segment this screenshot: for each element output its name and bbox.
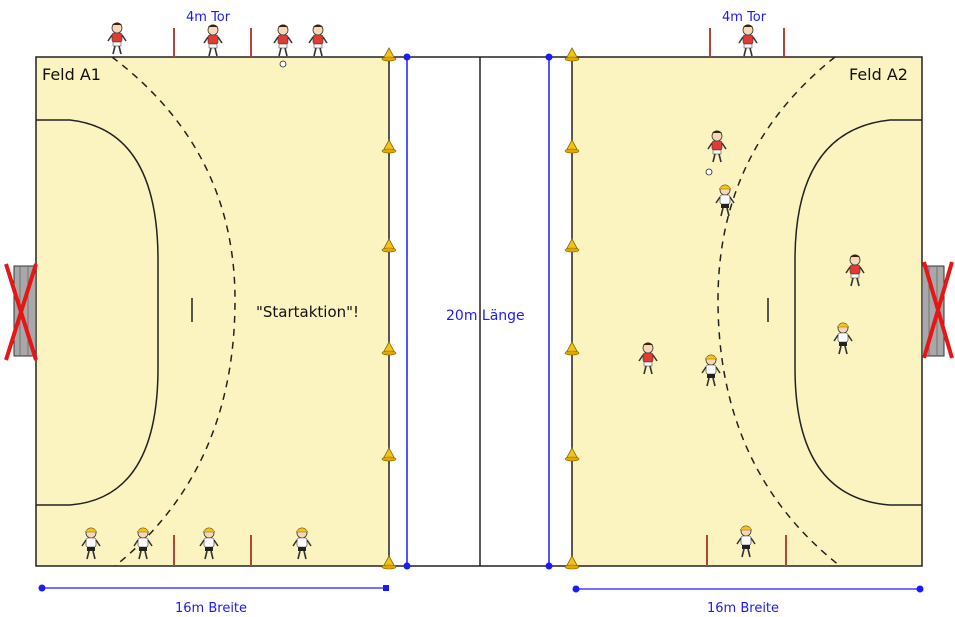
- width-marker-right: [573, 586, 924, 593]
- goal-right-label: 4m Tor: [722, 10, 767, 25]
- player-icon: [739, 25, 757, 57]
- field-a2-label: Feld A2: [849, 65, 908, 84]
- cone-icon: [565, 48, 579, 61]
- player-icon: [274, 25, 292, 57]
- goal-icon: [922, 266, 944, 356]
- ball-icon: [706, 169, 712, 175]
- ball-icon: [280, 61, 286, 67]
- length-label: 20m Länge: [446, 308, 525, 324]
- width-left-label: 16m Breite: [175, 601, 247, 616]
- width-marker-left: [39, 585, 390, 592]
- player-icon: [204, 25, 222, 57]
- player-icon: [108, 23, 126, 55]
- start-action-label: "Startaktion"!: [256, 303, 359, 321]
- goal-left-label: 4m Tor: [186, 10, 231, 25]
- cone-icon: [382, 48, 396, 61]
- width-right-label: 16m Breite: [707, 601, 779, 616]
- field-a2: [572, 57, 922, 566]
- field-a1-label: Feld A1: [42, 65, 101, 84]
- player-icon: [309, 25, 327, 57]
